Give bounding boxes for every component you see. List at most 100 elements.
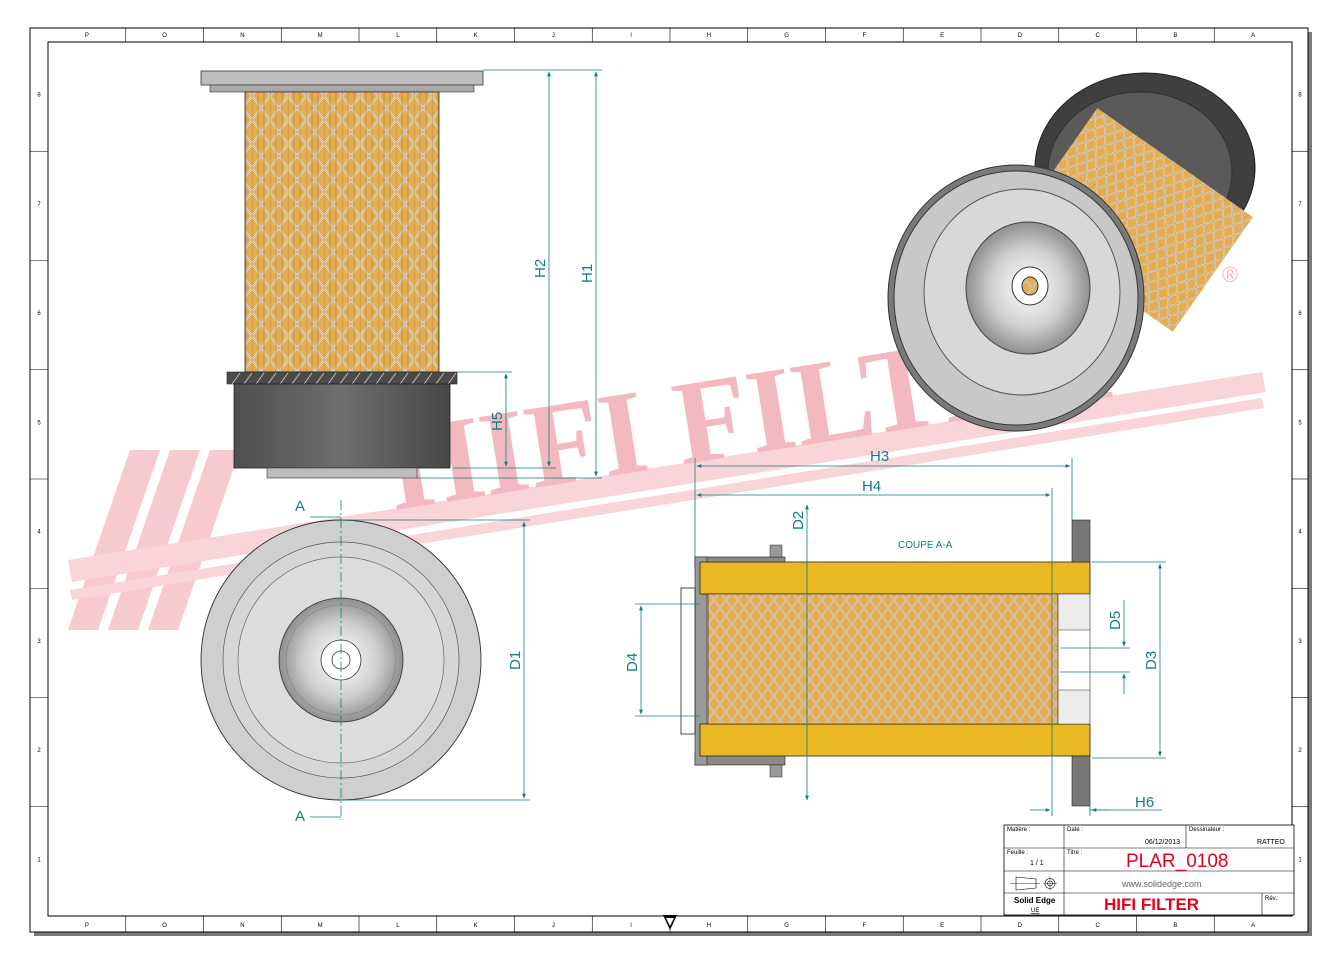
seal-fin: [375, 372, 385, 385]
zone-letter-top: L: [396, 33, 400, 39]
seal-fin: [231, 372, 241, 385]
tb-material-label: Matière :: [1007, 827, 1031, 833]
tb-rev-label: Rév.:: [1265, 896, 1279, 902]
dim-d2: D2: [790, 511, 807, 530]
zone-letter-bottom: H: [707, 923, 711, 929]
seal-fin: [267, 372, 277, 385]
seal-fin: [315, 372, 325, 385]
zone-number-left: 3: [37, 639, 41, 645]
seal-fin: [411, 372, 421, 385]
zone-number-right: 5: [1298, 420, 1302, 426]
dim-h5: H5: [489, 412, 506, 431]
zone-letter-top: F: [863, 33, 867, 39]
section-bottom-fins: [1071, 755, 1091, 807]
zone-letter-top: O: [162, 33, 167, 39]
section-media-bottom: [699, 723, 1091, 757]
tb-software-sub: UE: [1031, 908, 1039, 914]
bottom-cap: [233, 383, 451, 469]
zone-letter-top: C: [1095, 33, 1100, 39]
seal-fin: [303, 372, 313, 385]
zone-number-left: 5: [37, 420, 41, 426]
zone-letter-bottom: N: [240, 923, 244, 929]
zone-letter-bottom: M: [318, 923, 323, 929]
zone-letter-bottom: G: [784, 923, 789, 929]
zone-number-right: 2: [1298, 748, 1302, 754]
seal-fins: [226, 371, 458, 385]
zone-letter-top: K: [474, 33, 478, 39]
zone-letter-top: A: [1251, 33, 1255, 39]
dimension-labels: H1 H2 H5 D1 H3 H4 D2 D3 D4 D5 H6: [489, 259, 1160, 811]
zone-letter-bottom: I: [630, 923, 632, 929]
seal-fin: [243, 372, 253, 385]
section-cone: [1057, 593, 1091, 725]
seal-fin-marks: [231, 372, 457, 385]
dim-h2: H2: [532, 259, 549, 278]
zone-letter-top: D: [1018, 33, 1023, 39]
zone-letter-bottom: C: [1095, 923, 1100, 929]
zone-letter-bottom: B: [1173, 923, 1177, 929]
isometric-view: [887, 72, 1256, 432]
section-media-top: [699, 561, 1091, 595]
zone-number-left: 2: [37, 748, 41, 754]
seal-fin: [435, 372, 445, 385]
zone-letter-top: M: [318, 33, 323, 39]
zone-letter-top: G: [784, 33, 789, 39]
dim-d3: D3: [1143, 651, 1160, 670]
section-top-fins: [1071, 519, 1091, 563]
section-bottom-lip: [769, 764, 783, 778]
zone-letter-bottom: E: [940, 923, 944, 929]
seal-fin: [351, 372, 361, 385]
zone-number-right: 6: [1298, 311, 1302, 317]
zone-letter-top: H: [707, 33, 711, 39]
seal-fin: [339, 372, 349, 385]
zone-letter-bottom: O: [162, 923, 167, 929]
tb-date-label: Date :: [1067, 827, 1083, 833]
tb-company: HIFI FILTER: [1104, 895, 1199, 914]
tb-website: www.solidedge.com: [1121, 879, 1202, 889]
zone-letter-top: B: [1173, 33, 1177, 39]
zone-number-right: 3: [1298, 639, 1302, 645]
zone-letter-bottom: L: [396, 923, 400, 929]
tb-drawer-value: RATTEO: [1257, 839, 1285, 846]
zone-letter-top: P: [85, 33, 89, 39]
center-marker-icon: [663, 915, 677, 930]
zone-letter-bottom: A: [1251, 923, 1255, 929]
front-view: [200, 70, 484, 479]
iso-hole: [1021, 276, 1039, 296]
watermark-registered: ®: [1222, 262, 1238, 287]
zone-number-right: 4: [1298, 530, 1302, 536]
top-flange-lip: [209, 84, 475, 93]
title-block: Matière : Date : 06/12/2013 Dessinateur …: [1003, 824, 1295, 916]
cut-letter-bottom: A: [295, 808, 305, 825]
projection-symbol-icon: [1010, 876, 1057, 891]
zone-number-right: 8: [1298, 93, 1302, 99]
zone-letter-top: E: [940, 33, 944, 39]
zone-number-left: 8: [37, 93, 41, 99]
dim-d5: D5: [1107, 611, 1124, 630]
tb-software: Solid Edge: [1014, 896, 1056, 905]
dim-h1: H1: [579, 264, 596, 283]
dimensions: [341, 69, 1166, 816]
plan-view: A A: [200, 498, 482, 825]
tb-sheet-label: Feuille :: [1007, 850, 1028, 856]
seal-fin: [327, 372, 337, 385]
iso-media: [1017, 108, 1253, 332]
dim-h3: H3: [870, 448, 889, 465]
zone-letter-bottom: K: [474, 923, 478, 929]
zone-letter-bottom: D: [1018, 923, 1023, 929]
bottom-spigot: [266, 467, 418, 479]
dim-d1: D1: [507, 651, 524, 670]
dim-h4: H4: [862, 478, 881, 495]
section-label: COUPE A-A: [898, 540, 953, 551]
cut-letter-top: A: [295, 498, 305, 515]
seal-fin: [399, 372, 409, 385]
zone-number-right: 7: [1298, 202, 1302, 208]
seal-fin: [447, 372, 457, 385]
tb-title-value: PLAR_0108: [1126, 851, 1228, 872]
dim-d4: D4: [624, 653, 641, 672]
zone-letter-top: J: [552, 33, 555, 39]
dim-h6: H6: [1135, 794, 1154, 811]
zone-letter-top: I: [630, 33, 632, 39]
zone-letter-bottom: J: [552, 923, 555, 929]
